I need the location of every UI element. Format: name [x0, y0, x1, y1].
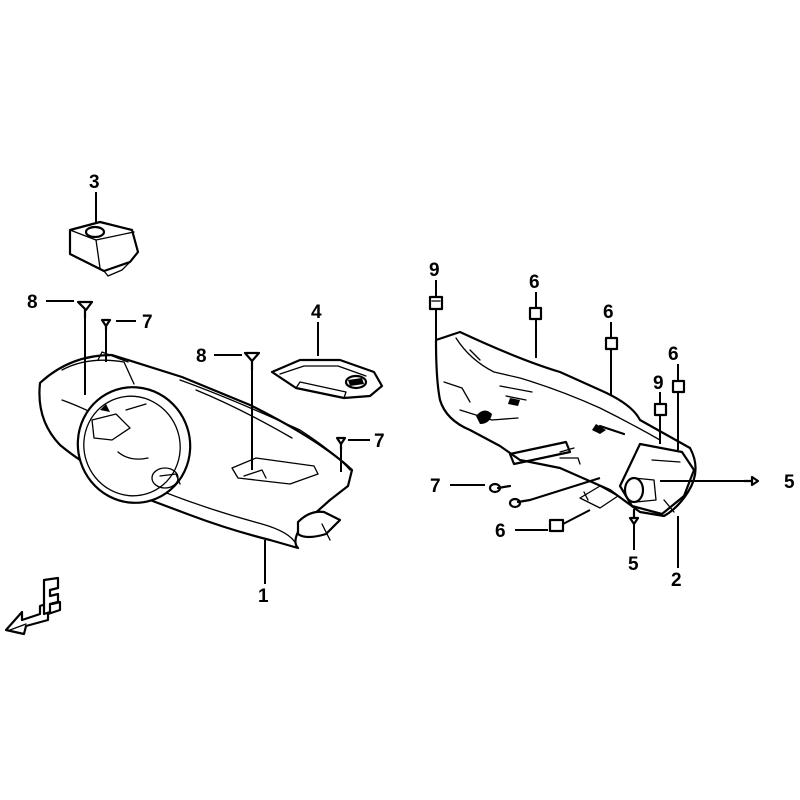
part-5-screw-bottom[interactable] — [628, 508, 640, 526]
callout-part-6-d: 6 — [495, 521, 506, 542]
callout-part-6-a: 6 — [529, 272, 540, 293]
callout-part-4: 4 — [311, 302, 322, 323]
part-5-screw-right[interactable] — [742, 475, 760, 487]
part-7-screw-right[interactable] — [488, 482, 532, 509]
callout-part-9-lower: 9 — [653, 373, 664, 394]
part-8-screw-middle[interactable] — [243, 351, 261, 372]
part-6-clip-a[interactable] — [528, 306, 543, 321]
callout-part-3: 3 — [89, 172, 100, 193]
part-9-clip-upper[interactable] — [428, 295, 444, 311]
part-6-clip-b[interactable] — [604, 336, 619, 351]
callout-part-9-upper: 9 — [429, 260, 440, 281]
callout-part-6-c: 6 — [668, 344, 679, 365]
callout-part-5-right: 5 — [784, 472, 795, 493]
part-7-screw-left[interactable] — [100, 318, 112, 332]
part-8-screw-left[interactable] — [76, 300, 94, 320]
part-3-top-cap[interactable] — [68, 220, 140, 277]
part-6-clip-c[interactable] — [671, 379, 686, 394]
callout-part-8-middle: 8 — [196, 346, 207, 367]
front-direction-arrow-icon: F — [4, 576, 62, 636]
callout-part-7-right: 7 — [430, 476, 441, 497]
callout-part-6-b: 6 — [603, 302, 614, 323]
callout-part-1: 1 — [258, 586, 269, 607]
callout-part-7-left: 7 — [142, 312, 153, 333]
leader-lines — [46, 192, 744, 584]
part-7-screw-middle[interactable] — [335, 436, 347, 452]
part-4-lid[interactable] — [270, 358, 384, 400]
callout-part-2: 2 — [671, 570, 682, 591]
callout-part-8-left: 8 — [27, 292, 38, 313]
part-2-inner-cover[interactable] — [434, 330, 697, 518]
callout-part-5-bottom: 5 — [628, 554, 639, 575]
part-9-clip-lower[interactable] — [653, 402, 668, 417]
callout-part-7-middle: 7 — [374, 431, 385, 452]
part-1-front-cover[interactable] — [38, 351, 354, 550]
part-6-clip-d[interactable] — [548, 518, 565, 533]
